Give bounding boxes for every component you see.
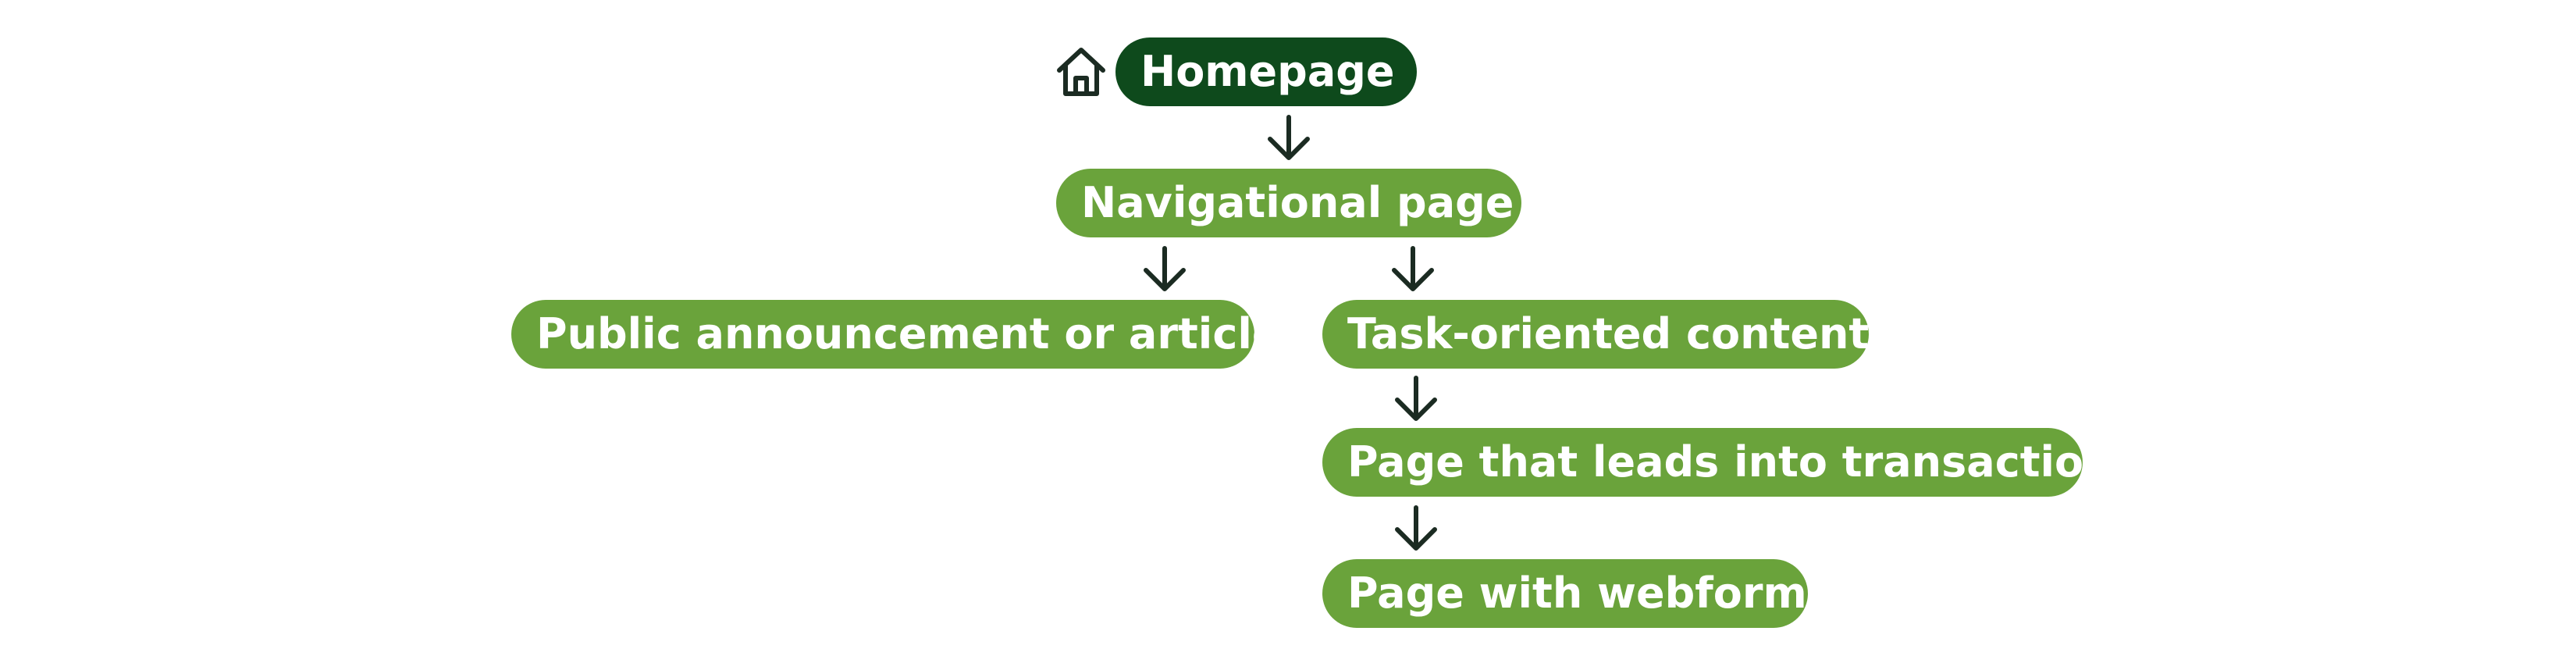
arrow-homepage-to-navigational xyxy=(1268,115,1310,160)
arrow-navigational-to-announcement xyxy=(1144,246,1186,291)
node-public-announcement: Public announcement or article xyxy=(511,300,1280,369)
arrow-navigational-to-task xyxy=(1392,246,1434,291)
house-icon xyxy=(1057,48,1105,96)
arrow-transaction-to-webform xyxy=(1395,505,1437,551)
node-transaction-page: Page that leads into transaction xyxy=(1322,428,2114,497)
node-webform-page: Page with webform xyxy=(1322,559,1808,628)
node-navigational-page: Navigational page xyxy=(1056,169,1521,237)
node-homepage: Homepage xyxy=(1115,37,1417,106)
node-task-oriented-content: Task-oriented content xyxy=(1322,300,1869,369)
arrow-task-to-transaction xyxy=(1395,376,1437,421)
